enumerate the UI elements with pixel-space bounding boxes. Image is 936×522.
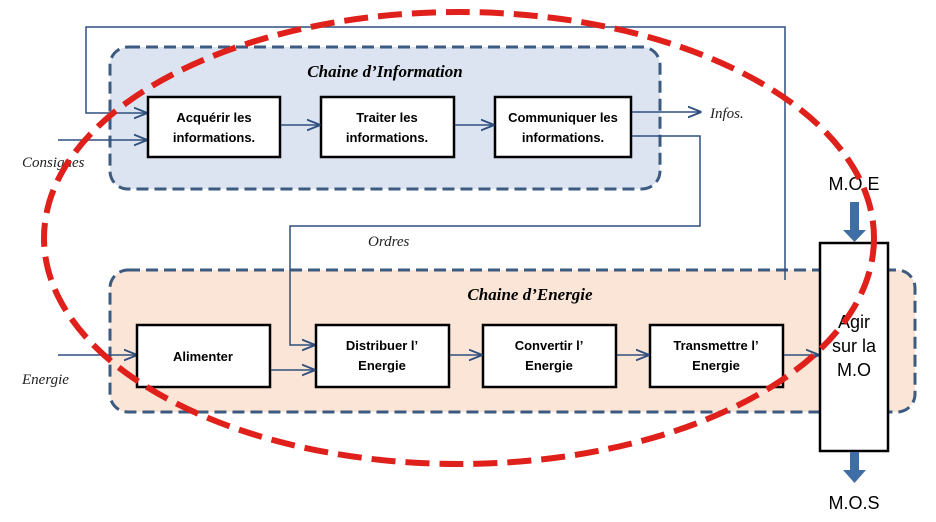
mos-label: M.O.S <box>828 493 879 513</box>
block-agir <box>818 241 890 453</box>
ordres-line <box>289 135 701 345</box>
block-transmettre-line2: Energie <box>692 358 740 373</box>
block-traiter <box>319 95 456 159</box>
block-distribuer-line1: Distribuer l’ <box>346 338 418 353</box>
block-transmettre <box>648 323 785 389</box>
block-communiquer-line1: Communiquer les <box>508 110 618 125</box>
energie-label: Energie <box>21 372 69 388</box>
info-chain-title: Chaine d’Information <box>307 62 462 81</box>
block-alimenter-label: Alimenter <box>173 349 233 364</box>
block-convertir-line1: Convertir l’ <box>515 338 584 353</box>
block-convertir <box>481 323 618 389</box>
block-distribuer-line2: Energie <box>358 358 406 373</box>
moe-arrow <box>843 202 866 242</box>
block-communiquer-line2: informations. <box>522 130 604 145</box>
block-agir-line2: sur la <box>832 336 877 356</box>
block-convertir-line2: Energie <box>525 358 573 373</box>
ordres-label: Ordres <box>368 234 410 250</box>
feedback-line <box>85 26 786 280</box>
block-distribuer <box>314 323 451 389</box>
block-agir-line3: M.O <box>837 360 871 380</box>
moe-label: M.O.E <box>828 174 879 194</box>
energy-chain-title: Chaine d’Energie <box>467 285 593 304</box>
highlight-ellipse <box>41 9 877 467</box>
consignes-label: Consignes <box>22 155 85 171</box>
block-transmettre-line1: Transmettre l’ <box>673 338 758 353</box>
block-communiquer <box>493 95 633 159</box>
block-acquerir-line1: Acquérir les <box>176 110 251 125</box>
block-alimenter <box>135 323 272 389</box>
block-acquerir-line2: informations. <box>173 130 255 145</box>
block-traiter-line2: informations. <box>346 130 428 145</box>
mos-arrow <box>843 452 866 483</box>
infos-label: Infos. <box>709 106 744 122</box>
block-acquerir <box>146 95 282 159</box>
block-traiter-line1: Traiter les <box>356 110 417 125</box>
